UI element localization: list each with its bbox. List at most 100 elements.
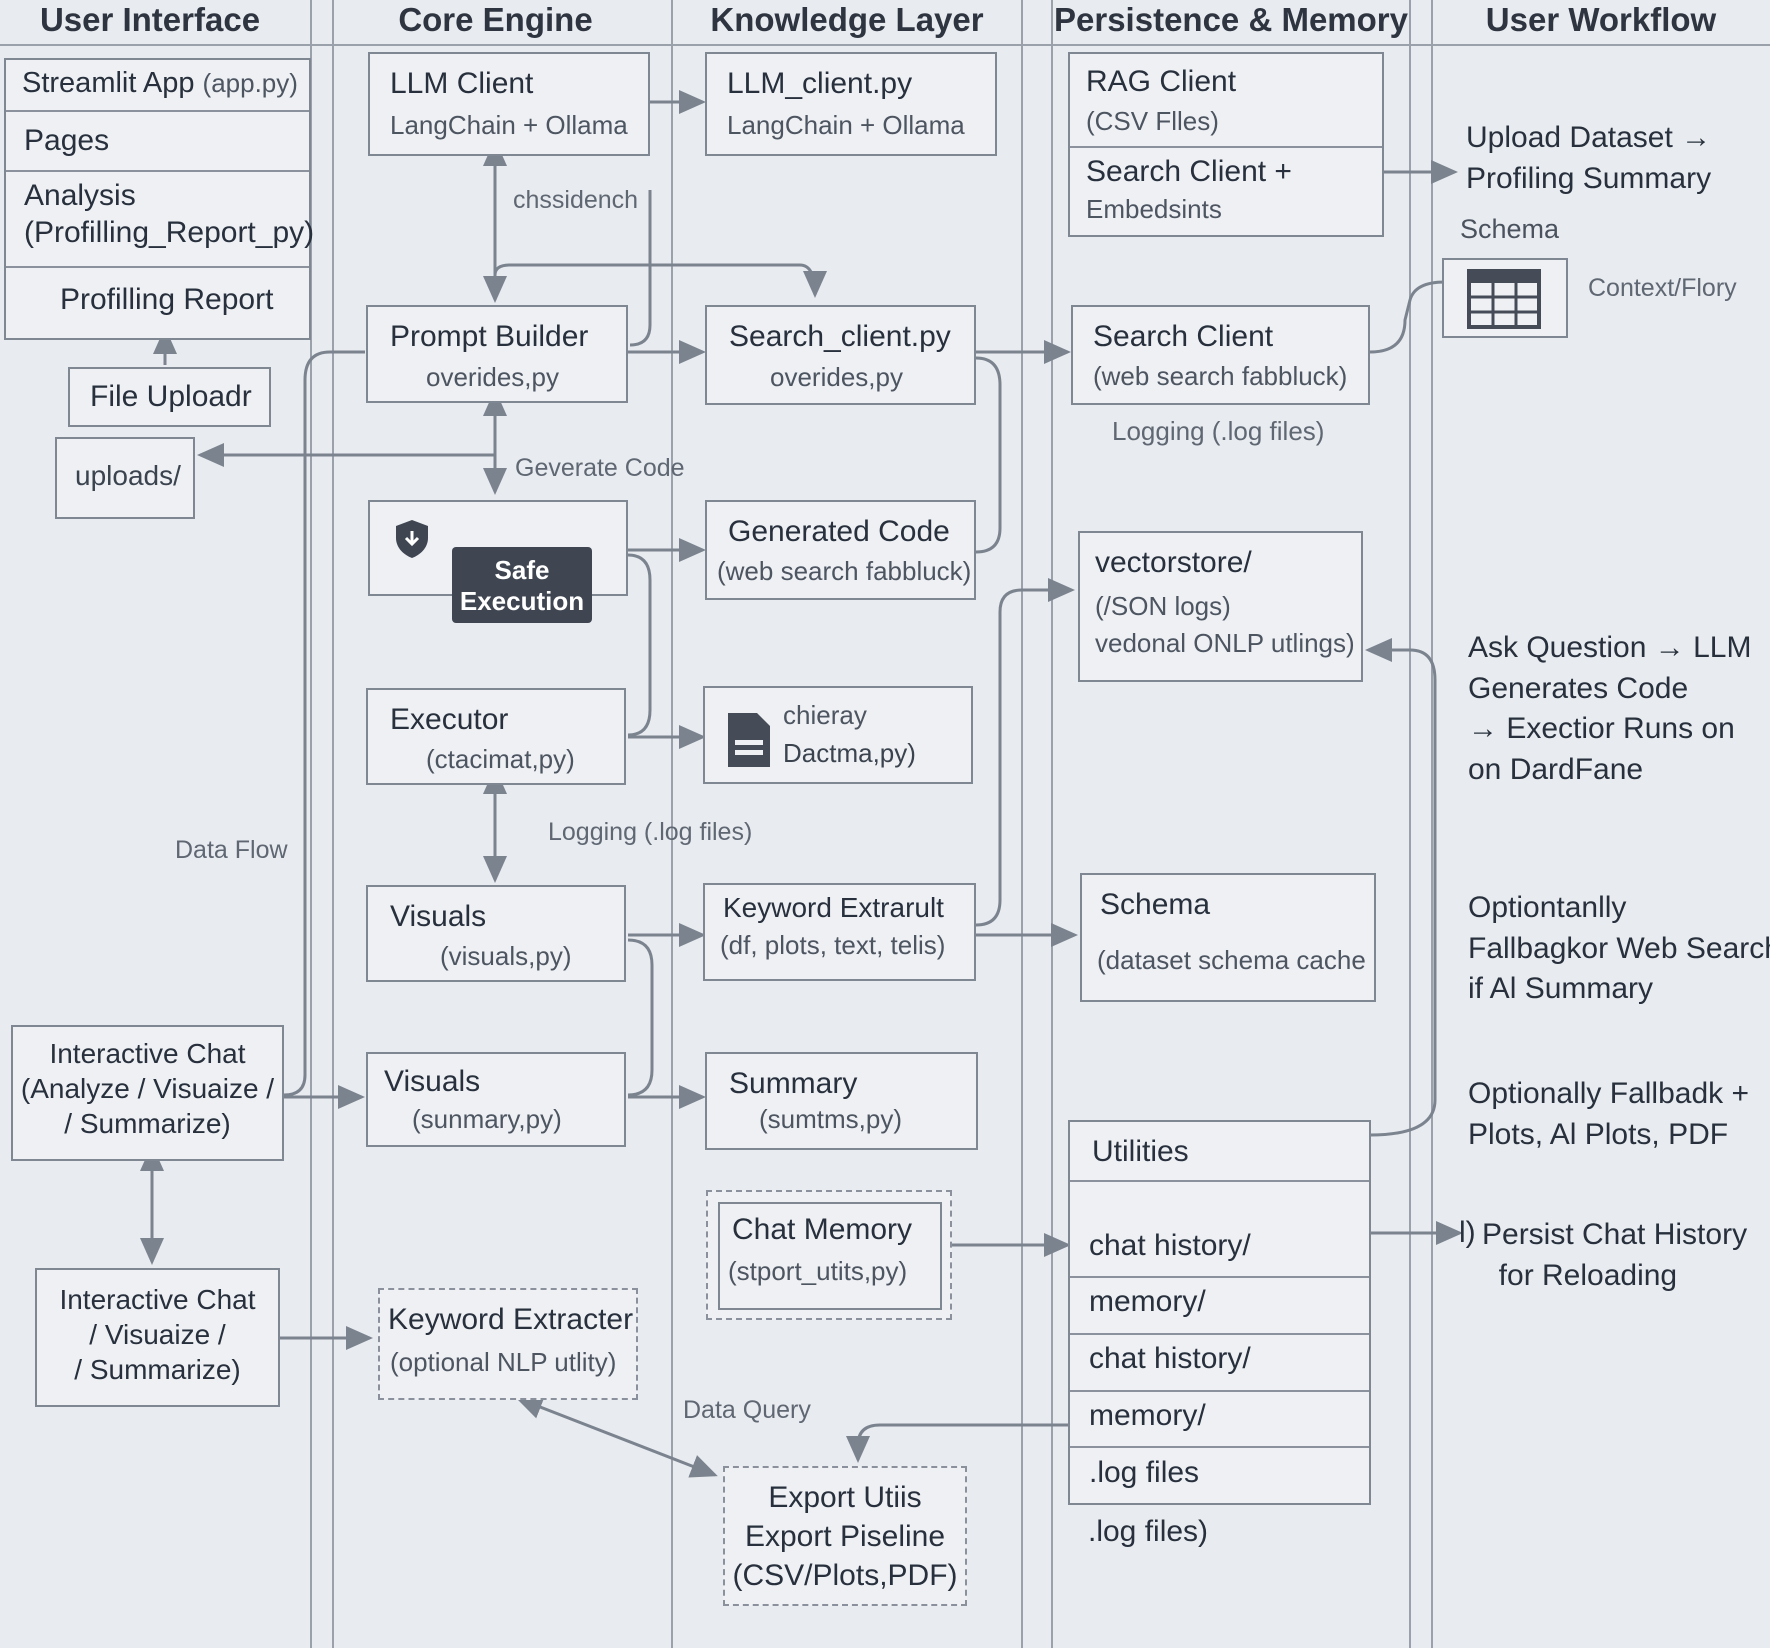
log-files-tail: .log files)	[1088, 1515, 1209, 1548]
pages-label: Pages	[24, 124, 110, 157]
analysis-label: Analysis (Profilling_Report_py)	[24, 179, 315, 249]
visuals-2-sub: (sunmary,py)	[412, 1104, 562, 1134]
keyword-extracter-sub: (optional NLP utlity)	[390, 1347, 617, 1377]
visuals-box-2: Visuals (sunmary,py)	[366, 1052, 626, 1147]
executor-sub: (ctacimat,py)	[426, 744, 575, 774]
streamlit-app-label: Streamlit App (app.py)	[22, 67, 298, 99]
workflow-upload-dataset: Upload Dataset → Profiling Summary	[1466, 121, 1712, 195]
persistence-logging-label: Logging (.log files)	[1112, 416, 1325, 446]
data-flow-label: Data Flow	[175, 836, 288, 864]
safe-execution-box: Safe Execution	[368, 500, 628, 623]
llm-client-py-box: LLM_client.py LangChain + Ollama	[705, 52, 997, 156]
summary-sub: (sumtms,py)	[759, 1104, 902, 1134]
keyword-extrarult-title: Keyword Extrarult	[723, 892, 944, 923]
visuals-2-title: Visuals	[384, 1065, 481, 1098]
arrow-search-generated-curve	[975, 356, 1002, 554]
executor-title: Executor	[390, 703, 509, 736]
workflow-schema-label: Schema	[1460, 214, 1560, 244]
search-client-sub: (web search fabbluck)	[1093, 361, 1348, 391]
visuals-1-title: Visuals	[390, 900, 487, 933]
arrow-utilities-to-export	[846, 1423, 1068, 1463]
llm-client-box: LLM Client LangChain + Ollama	[368, 52, 650, 156]
chat-memory-title: Chat Memory	[732, 1213, 913, 1246]
schema-table-box	[1442, 258, 1568, 338]
arrow-keyword-export	[515, 1395, 718, 1478]
generated-code-box: Generated Code (web search fabbluck)	[705, 500, 976, 600]
context-flory-label: Context/Flory	[1588, 274, 1737, 302]
document-icon	[728, 713, 770, 767]
ui-stack: Streamlit App (app.py) Pages Analysis (P…	[4, 58, 315, 340]
workflow-ask-question: Ask Question → LLM Generates Code → Exec…	[1468, 631, 1752, 786]
lane-title-core-engine: Core Engine	[398, 1, 593, 38]
prompt-builder-box: Prompt Builder overides,py	[366, 305, 628, 403]
interactive-chat-box-2: Interactive Chat / Visuaize / / Summariz…	[35, 1268, 280, 1407]
file-uploader-box: File Uploadr	[68, 367, 271, 427]
data-query-label: Data Query	[683, 1396, 811, 1424]
chssidench-label: chssidench	[513, 186, 639, 214]
chat-memory-sub: (stport_utits,py)	[728, 1256, 908, 1286]
keyword-extrarult-sub: (df, plots, text, telis)	[720, 930, 946, 960]
utilities-item-4: memory/	[1089, 1399, 1206, 1432]
table-icon	[1467, 269, 1541, 329]
llm-client-sub: LangChain + Ollama	[390, 110, 628, 140]
rag-client-title: RAG Client	[1086, 65, 1237, 98]
llm-client-py-sub: LangChain + Ollama	[727, 110, 965, 140]
logging-label: Logging (.log files)	[548, 818, 753, 846]
generated-code-title: Generated Code	[728, 515, 950, 548]
chat-memory-box: Chat Memory (stport_utits,py)	[718, 1202, 942, 1310]
interactive-chat-2-label: Interactive Chat / Visuaize / / Summariz…	[59, 1284, 256, 1385]
flow-arrows	[140, 90, 1463, 1478]
chieray-box: chieray Dactma,py)	[703, 686, 973, 784]
generate-code-label: Geverate Code	[515, 454, 685, 482]
lane-title-user-workflow: User Workflow	[1485, 1, 1717, 38]
arrow-searchclient-to-schema	[1369, 280, 1446, 354]
arrow-loop-to-search	[493, 263, 827, 298]
interactive-chat-box-1: Interactive Chat (Analyze / Visuaize / /…	[11, 1025, 284, 1161]
llm-client-py-title: LLM_client.py	[727, 67, 913, 100]
search-client-py-sub: overides,py	[770, 362, 903, 392]
executor-box: Executor (ctacimat,py)	[366, 688, 626, 785]
workflow-optionally-1: Optiontanlly Fallbagkor Web Search if Al…	[1468, 891, 1770, 1005]
search-client-py-box: Search_client.py overides,py	[705, 305, 976, 405]
prompt-builder-sub: overides,py	[426, 362, 559, 392]
keyword-extracter-title: Keyword Extracter	[388, 1303, 634, 1336]
utilities-item-5: .log files	[1089, 1456, 1200, 1489]
export-utils-label: Export Utiis Export Piseline (CSV/Plots,…	[732, 1481, 958, 1592]
utilities-title: Utilities	[1092, 1135, 1189, 1168]
file-uploader-label: File Uploadr	[90, 380, 252, 413]
export-utils-box: Export Utiis Export Piseline (CSV/Plots,…	[723, 1466, 967, 1606]
vectorstore-sub1: (/SON logs)	[1095, 591, 1231, 621]
arrow-promptbuilder-to-chat1	[283, 350, 365, 1097]
vectorstore-title: vectorstore/	[1095, 546, 1252, 579]
lane-title-user-interface: User Interface	[39, 1, 261, 38]
utilities-box: Utilities chat history/ memory/ chat his…	[1068, 1120, 1371, 1505]
schema-sub: (dataset schema cache	[1097, 945, 1366, 975]
visuals-1-sub: (visuals,py)	[440, 941, 572, 971]
chieray-title: chieray	[783, 700, 867, 730]
search-client-py-title: Search_client.py	[729, 320, 951, 353]
keyword-extracter-box: Keyword Extracter (optional NLP utlity)	[378, 1288, 638, 1400]
schema-title: Schema	[1100, 888, 1211, 921]
vectorstore-box: vectorstore/ (/SON logs) vedonal ONLP ut…	[1078, 531, 1363, 682]
interactive-chat-1-label: Interactive Chat (Analyze / Visuaize / /…	[20, 1038, 275, 1139]
arrow-keyword-to-vectorstore	[975, 578, 1075, 927]
keyword-extrarult-box: Keyword Extrarult (df, plots, text, teli…	[703, 883, 976, 981]
visuals-box-1: Visuals (visuals,py)	[366, 885, 626, 982]
utilities-item-2: memory/	[1089, 1285, 1206, 1318]
rag-client-sub: (CSV Flles)	[1086, 106, 1219, 136]
workflow-optionally-2: Optionally Fallbadk + Plots, Al Plots, P…	[1468, 1077, 1749, 1151]
utilities-item-1: chat history/	[1089, 1229, 1251, 1262]
chieray-sub: Dactma,py)	[783, 738, 916, 768]
arrow-utilities-to-vectorstore	[1365, 638, 1437, 1137]
llm-client-title: LLM Client	[390, 67, 534, 100]
safe-execution-badge: Safe Execution	[452, 547, 592, 623]
utilities-item-3: chat history/	[1089, 1342, 1251, 1375]
schema-box: Schema (dataset schema cache	[1080, 873, 1376, 1002]
arrow-chssidench-loop	[629, 190, 652, 347]
arrow-visuals-curve	[627, 938, 654, 1097]
lane-title-persistence-memory: Persistence & Memory	[1054, 1, 1408, 38]
arrow-safe-executor-curve	[627, 553, 652, 737]
